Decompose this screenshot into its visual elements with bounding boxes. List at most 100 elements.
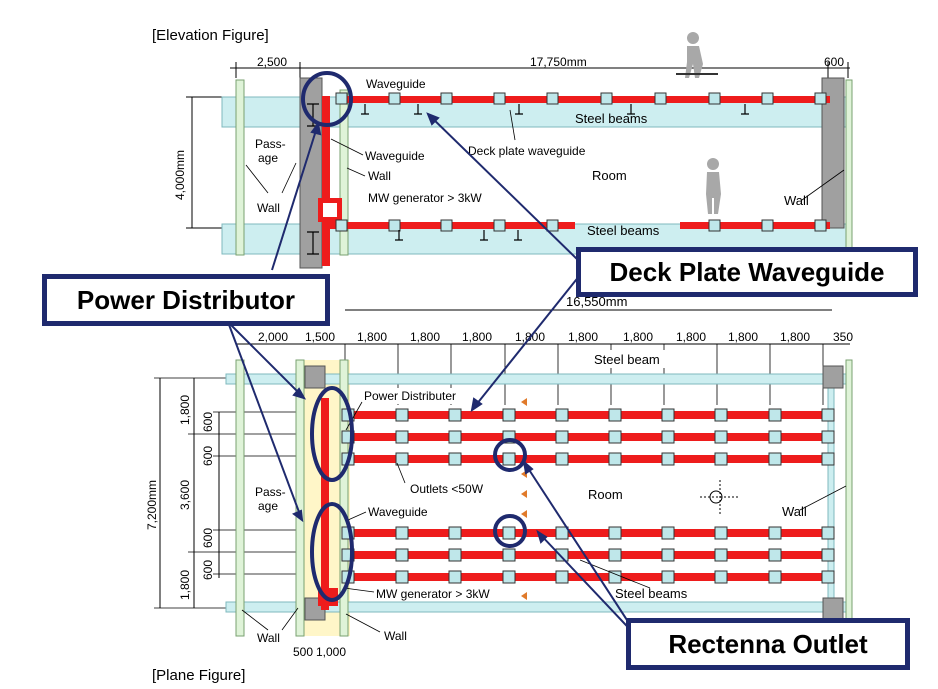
plane-markers [521, 398, 527, 600]
plane-dim-inner-1: 600 [201, 412, 215, 432]
leader-line [347, 511, 367, 521]
callout-power-distributor: Power Distributor [42, 274, 330, 326]
plane-dim-inner-4: 600 [201, 560, 215, 580]
arrow-deck-plate-elev [427, 113, 581, 263]
leader-line [345, 613, 381, 633]
outlet-box [714, 408, 728, 422]
waveguide-vertical [321, 398, 329, 610]
plane-waveguides [318, 398, 827, 610]
outlet-box [493, 219, 506, 232]
outlet-box [388, 219, 401, 232]
outlet-box [768, 452, 782, 466]
waveguide-row [345, 529, 827, 537]
dim-label: 1,800 [728, 330, 758, 344]
arrowhead [310, 121, 322, 136]
i-beam [741, 104, 749, 115]
outlet-box [661, 452, 675, 466]
power-distributor-highlight [310, 502, 354, 602]
plane-title: [Plane Figure] [152, 667, 245, 684]
callout-deck-plate-waveguide-label: Deck Plate Waveguide [609, 256, 885, 287]
outlet-box [768, 570, 782, 584]
elevation-label-steel-beams-top: Steel beams [575, 111, 648, 126]
outlet-box [821, 548, 835, 562]
leader-line [281, 607, 299, 631]
outlet-box [608, 570, 622, 584]
marker-triangle [521, 490, 527, 498]
column [822, 365, 844, 389]
plane-dim-inner-2: 600 [201, 446, 215, 466]
arrowhead [522, 459, 534, 475]
arrowhead [470, 397, 483, 413]
callout-rectenna-outlet-label: Rectenna Outlet [668, 628, 868, 659]
arrow-power-elev [271, 123, 319, 271]
outlet-box [814, 92, 827, 105]
elevation-label-passage-1: Pass- [255, 137, 286, 151]
elevation-dim-left: 2,500 [257, 55, 287, 69]
leader-line [509, 109, 516, 141]
dim-label: 1,800 [676, 330, 706, 344]
outlet-box [714, 526, 728, 540]
plane-label-wall-right: Wall [782, 504, 807, 519]
passage-wall [295, 359, 305, 637]
outlet-box [714, 430, 728, 444]
arrow-power-plane-1 [227, 321, 305, 399]
elevation-dim-right: 600 [824, 55, 844, 69]
arrowhead [292, 387, 307, 400]
leader-line [343, 587, 375, 593]
arrowhead [292, 509, 304, 523]
outlet-box [555, 526, 569, 540]
outlet-box [768, 430, 782, 444]
person-icon [706, 172, 721, 214]
elevation-label-waveguide-vertical: Waveguide [365, 149, 425, 163]
elevation-title: [Elevation Figure] [152, 27, 269, 44]
outlet-box [768, 408, 782, 422]
deck-plate-waveguide-top [338, 96, 830, 103]
leader-line [245, 164, 269, 194]
marker-triangle [521, 398, 527, 406]
plane-figure: [Plane Figure] 16,550mm 2,000 1,500 1,80… [145, 294, 853, 684]
outlet-box [388, 92, 401, 105]
left-wall [235, 359, 245, 637]
arrow-rectenna-1 [523, 461, 641, 641]
waveguide-row [345, 411, 827, 419]
outlet-box [502, 526, 516, 540]
outlet-box [448, 430, 462, 444]
outlet-box [502, 452, 516, 466]
outlet-box [395, 408, 409, 422]
label-bg [360, 388, 460, 404]
right-wall [845, 79, 853, 256]
sensor-icon [700, 480, 740, 514]
outlet-box [654, 92, 667, 105]
right-wall [845, 359, 853, 637]
power-distributor-highlight [310, 386, 354, 482]
outlet-box [502, 548, 516, 562]
dim-label: 1,800 [623, 330, 653, 344]
plane-dim-top: 2,000 1,500 1,800 1,800 1,800 1,800 1,80… [258, 330, 853, 344]
upper-outlets [335, 92, 827, 105]
plane-dim-bottom-1: 500 [293, 645, 313, 659]
outlet-box [493, 92, 506, 105]
outlet-box [608, 526, 622, 540]
elevation-figure: [Elevation Figure] 2,500 17,750mm 600 4,… [152, 27, 853, 269]
outlet-box [335, 219, 348, 232]
outlet-box [502, 570, 516, 584]
elevation-dim-span: 17,750mm [530, 55, 587, 69]
outlet-box [395, 526, 409, 540]
mw-generator-inner [323, 203, 337, 217]
dim-label: 1,500 [305, 330, 335, 344]
plane-height-ticks [154, 377, 300, 609]
outlet-box [768, 526, 782, 540]
plane-leaders [241, 401, 847, 633]
dim-label: 350 [833, 330, 853, 344]
elevation-label-mw-generator: MW generator > 3kW [368, 191, 482, 205]
callout-power-distributor-label: Power Distributor [76, 284, 296, 315]
outlet-box [395, 548, 409, 562]
plane-dim-left-1: 1,800 [178, 395, 192, 425]
person-icons [676, 32, 721, 214]
callout-arrows [227, 112, 641, 641]
outlet-box [661, 570, 675, 584]
waveguide-row [345, 573, 827, 581]
outlet-box [761, 219, 774, 232]
plane-label-wall-bottom-left: Wall [257, 631, 280, 645]
elevation-label-steel-beams-bottom: Steel beams [587, 223, 660, 238]
